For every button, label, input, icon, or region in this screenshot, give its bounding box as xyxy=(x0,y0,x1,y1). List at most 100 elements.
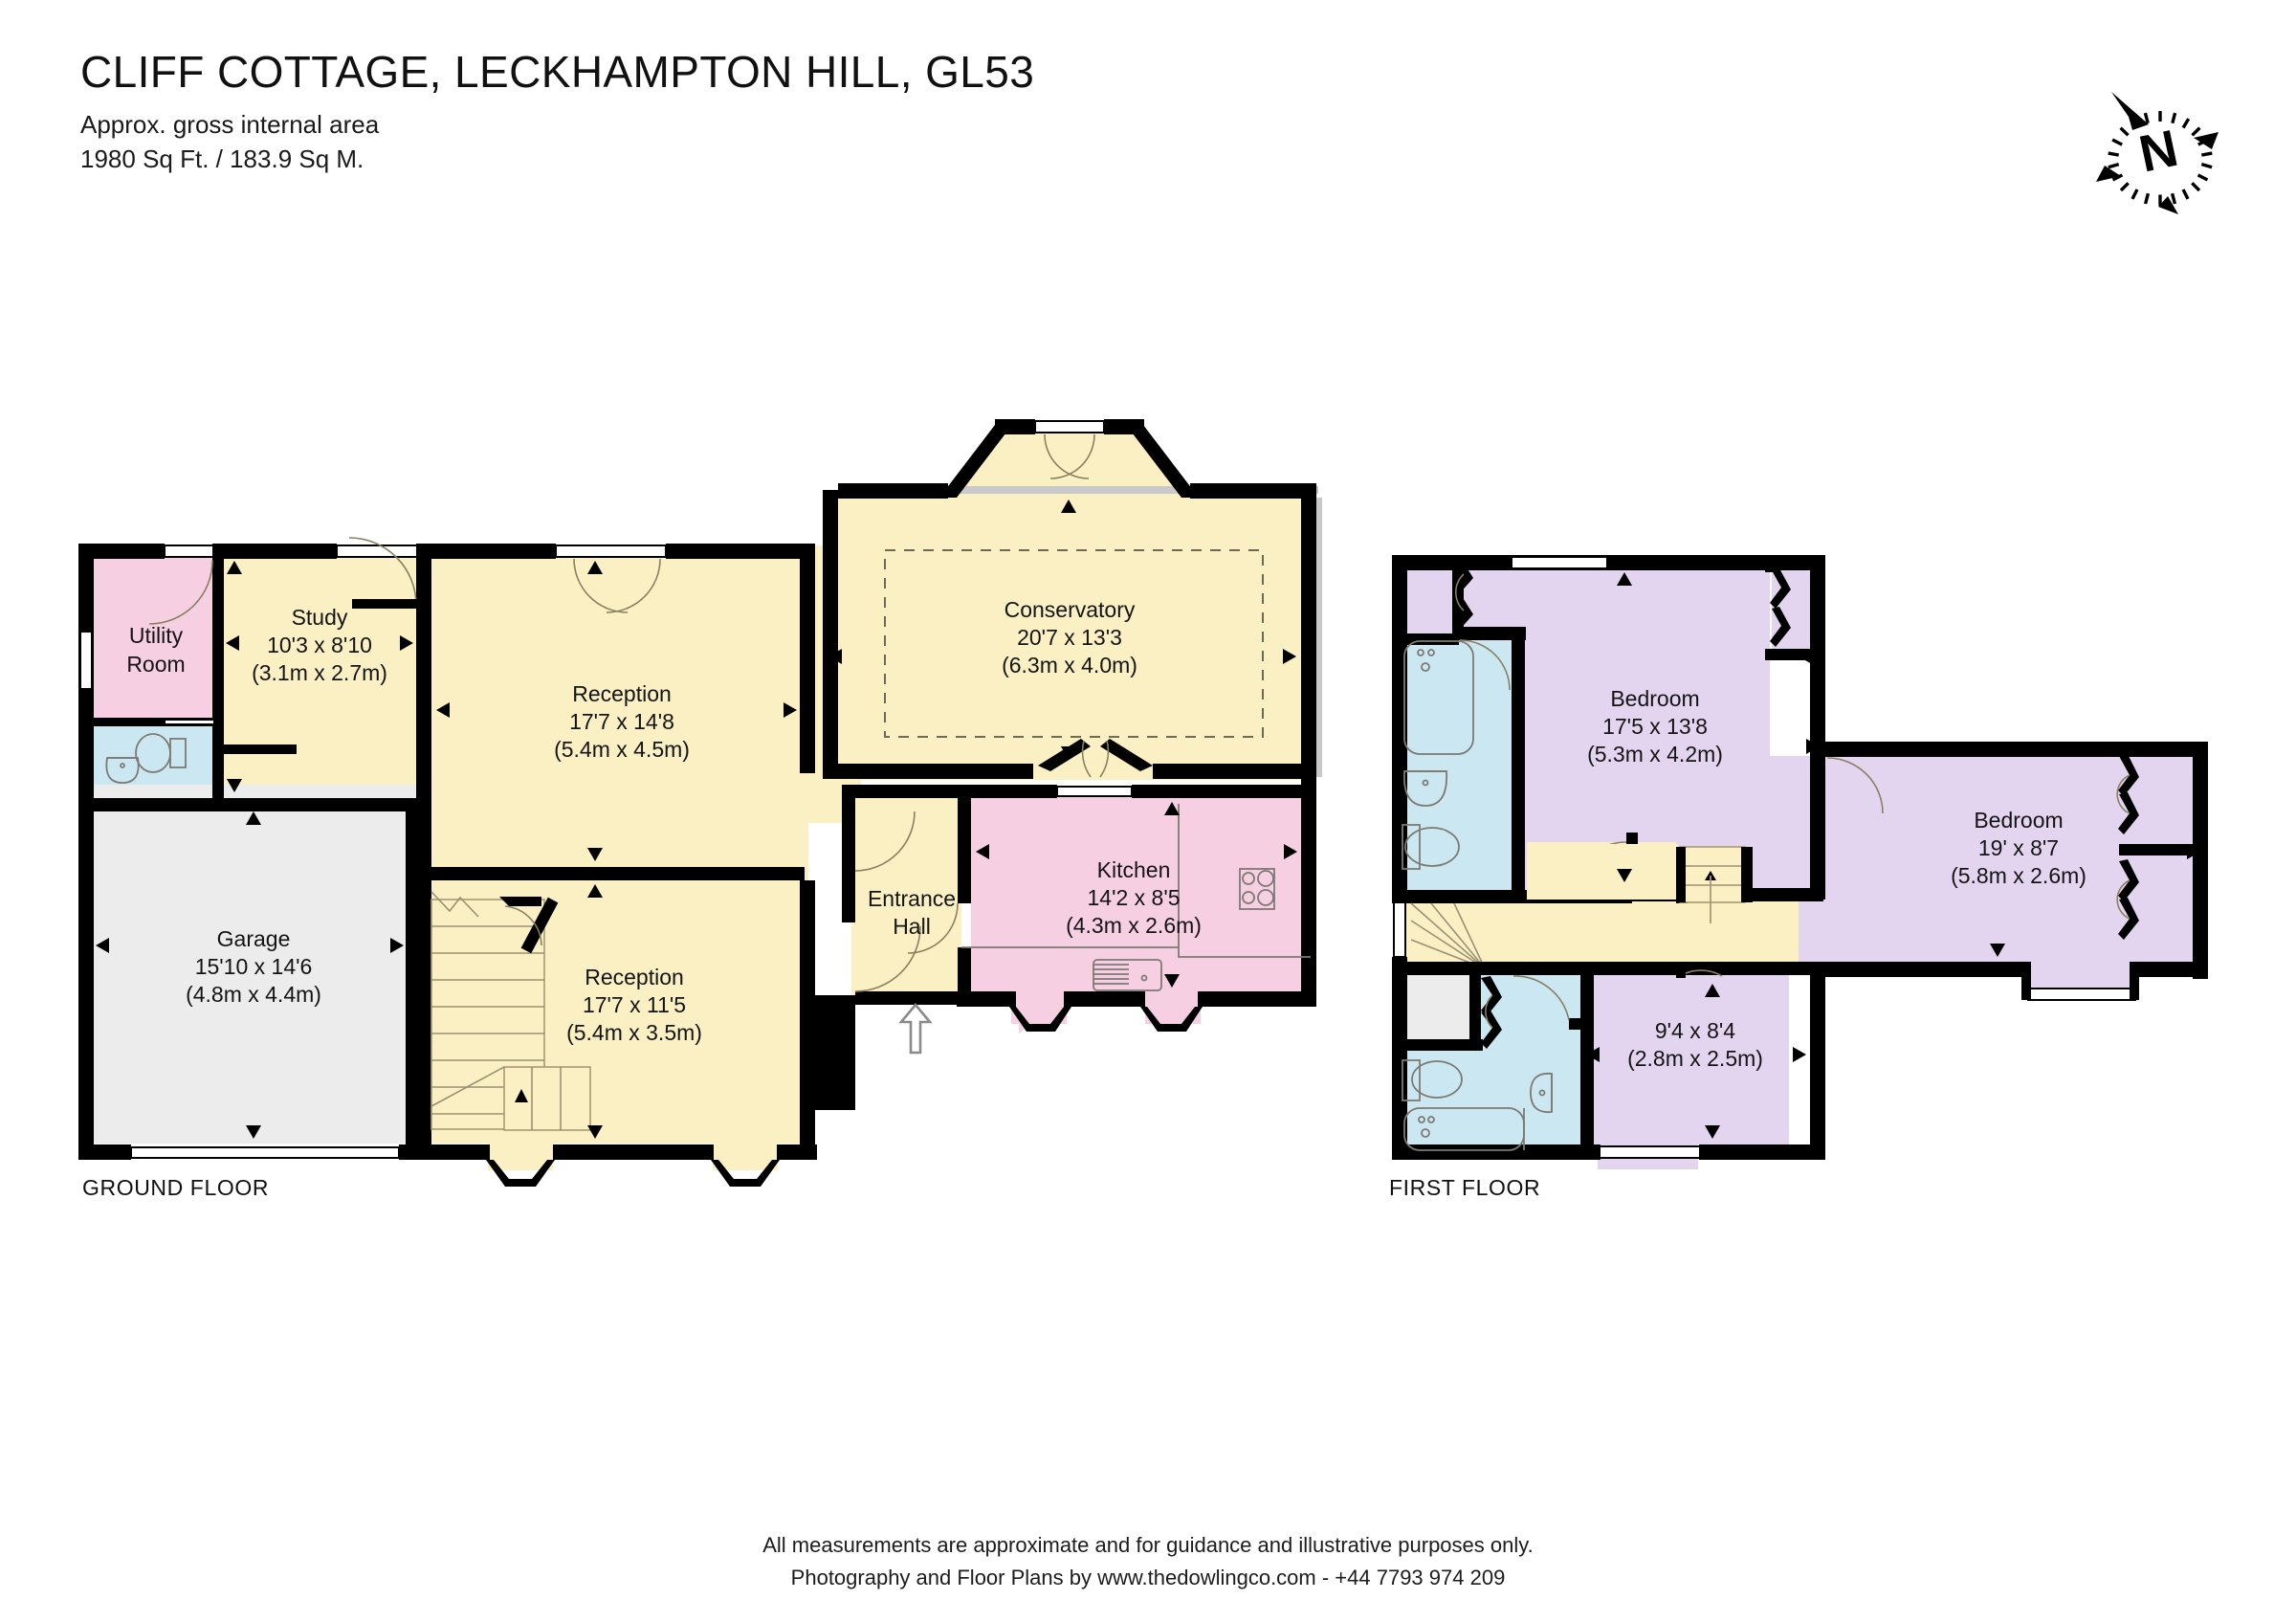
wall-bed3-door-jamb xyxy=(1676,970,1686,978)
room-fill-bed2-alcove xyxy=(2119,756,2200,962)
room-fill-conservatory xyxy=(837,498,1311,780)
wall-landing-bottom-a xyxy=(1392,962,1593,975)
wall-landing-bottom-b xyxy=(1580,962,1823,975)
area-caption: Approx. gross internal area xyxy=(80,109,380,139)
window-ff-left xyxy=(1393,900,1406,958)
door-arc-hall-kitchen xyxy=(907,902,959,954)
wall-recep2-bottom-a xyxy=(421,1144,490,1160)
wall-cons-top-left xyxy=(995,419,1035,434)
room-fill-kitchen xyxy=(971,794,1311,1000)
wall-kitchen-right xyxy=(1301,785,1316,1005)
kitchen-hob-icon xyxy=(1239,868,1275,910)
room-fill-bed2-link xyxy=(1770,756,1827,900)
label-bedroom2-imperial: 19' x 8'7 xyxy=(1978,835,2059,860)
room-fill-reception-1 xyxy=(430,545,808,876)
wall-reception-left xyxy=(416,798,431,1160)
label-hall-line2: Hall xyxy=(893,914,931,939)
ground-floor-plan: Utility Room Study 10'3 x 8'10 (3.1m x 2… xyxy=(78,419,1322,1187)
door-arc-utility xyxy=(148,560,213,625)
wardrobe-door-bed2-b xyxy=(2118,792,2139,834)
room-fill-cupboard xyxy=(1406,974,1475,1043)
wardrobe-door-bed2-a xyxy=(2118,754,2139,796)
wall-ff-top-b xyxy=(1607,555,1825,570)
label-bedroom2-name: Bedroom xyxy=(1974,808,2063,833)
header-block: CLIFF COTTAGE, LECKHAMPTON HILL, GL53 Ap… xyxy=(80,47,1420,177)
wall-cupboard-bottom xyxy=(1392,1039,1483,1051)
wall-hall-left-thick xyxy=(815,995,855,1110)
room-fill-landing-ext xyxy=(1772,900,1818,971)
label-utility-line2: Room xyxy=(126,652,185,677)
wall-bed2-top xyxy=(1810,742,2207,757)
door-arc-bed3 xyxy=(1679,969,1723,977)
room-fill-conservatory-bay xyxy=(942,429,1196,498)
wall-bed2-bay-right xyxy=(2130,962,2139,1000)
wall-bath1-right xyxy=(1512,632,1525,901)
stair-up-arrow-ff xyxy=(1705,871,1716,880)
wall-ff-bed1-right-b xyxy=(1810,727,1825,777)
wall-cons-right xyxy=(1301,483,1316,785)
wall-recep-divider xyxy=(431,867,805,880)
wall-bed2-bottom-b xyxy=(2133,962,2208,977)
wall-cons-splay-right xyxy=(1126,425,1199,498)
wardrobe-door-bed2-c xyxy=(2118,859,2139,901)
compass-rose: N xyxy=(2084,75,2237,228)
closet-door-bed1-b xyxy=(1452,593,1473,632)
label-reception2-metric: (5.4m x 3.5m) xyxy=(566,1020,702,1045)
door-arc-study xyxy=(348,537,417,606)
window-utility-left xyxy=(79,631,93,690)
label-bedroom1-imperial: 17'5 x 13'8 xyxy=(1602,714,1708,739)
wall-outer-left-upper xyxy=(78,544,94,811)
door-arc-front xyxy=(854,925,921,992)
room-fill-reception-2 xyxy=(430,866,808,1144)
wardrobe-arc-bed2-b xyxy=(2116,879,2130,920)
compass-arrow-ne xyxy=(2194,132,2219,149)
wall-utility-wc-divider xyxy=(91,718,215,726)
bay-window-r2b xyxy=(711,1160,780,1187)
staircase-first xyxy=(1404,844,1746,969)
dimension-arrows-first xyxy=(1398,572,2200,1139)
label-reception2-imperial: 17'7 x 11'5 xyxy=(583,992,686,1017)
kitchen-counter-right xyxy=(1178,804,1311,958)
wall-kitchen-bottom-c xyxy=(1198,991,1316,1007)
bay-window-kitchen-b xyxy=(1140,1007,1203,1032)
wall-stair-jamb xyxy=(1676,890,1688,903)
door-arc-bath2 xyxy=(1512,975,1570,1021)
compass-icon: N xyxy=(2096,92,2219,214)
room-fill-bay-r2a xyxy=(488,1144,553,1170)
wall-ff-bed1-right xyxy=(1810,555,1825,900)
door-arc-recep1-b xyxy=(606,558,661,613)
wall-garage-bottom-right xyxy=(399,1144,421,1160)
closet-door-bed1-east-a xyxy=(1770,568,1791,609)
room-fill-landing-upper xyxy=(1527,842,1676,901)
room-fill-landing xyxy=(1406,900,1818,971)
room-fill-cupboard-top xyxy=(1406,974,1475,1043)
room-fill-bed1-alcove xyxy=(1772,569,1820,655)
room-fill-bay-r2b xyxy=(713,1144,778,1170)
wall-hall-left-a xyxy=(842,798,855,922)
wall-kitchen-bottom-b xyxy=(1064,991,1145,1007)
room-fill-kitchen-bay-left xyxy=(1019,1000,1043,1033)
footer-credit: Photography and Floor Plans by www.thedo… xyxy=(790,1566,1506,1590)
wall-bed2-wardrobe-mid xyxy=(2119,844,2205,855)
wall-cons-door-leaf-b xyxy=(1100,739,1153,771)
label-reception1-name: Reception xyxy=(572,681,672,706)
room-fill-bed2-bay xyxy=(2028,962,2133,989)
wall-ff-bottom-b xyxy=(1699,1144,1825,1160)
wall-kitchen-top-b xyxy=(1132,785,1315,798)
wall-cupboard-right xyxy=(1469,975,1481,1044)
wall-landing-upper-bottom xyxy=(1525,890,1632,903)
window-wc xyxy=(164,719,215,725)
wall-cons-door-leaf-a xyxy=(1038,739,1091,771)
label-conservatory-metric: (6.3m x 4.0m) xyxy=(1002,653,1137,678)
bathroom2-fixtures xyxy=(1402,1059,1553,1151)
closet-door-ff-a xyxy=(1481,976,1502,1016)
window-study-top xyxy=(336,544,422,558)
wall-recep2-bottom-c xyxy=(777,1144,817,1160)
wall-bed2-bottom-a xyxy=(1810,962,2025,977)
door-arc-bath1 xyxy=(1459,639,1511,691)
bay-window-kitchen-a xyxy=(1009,1007,1071,1032)
wall-bed1-door-jamb xyxy=(1626,833,1638,901)
wall-recep2-right-b xyxy=(800,1005,815,1160)
wall-recep2-right-a xyxy=(800,880,815,1005)
